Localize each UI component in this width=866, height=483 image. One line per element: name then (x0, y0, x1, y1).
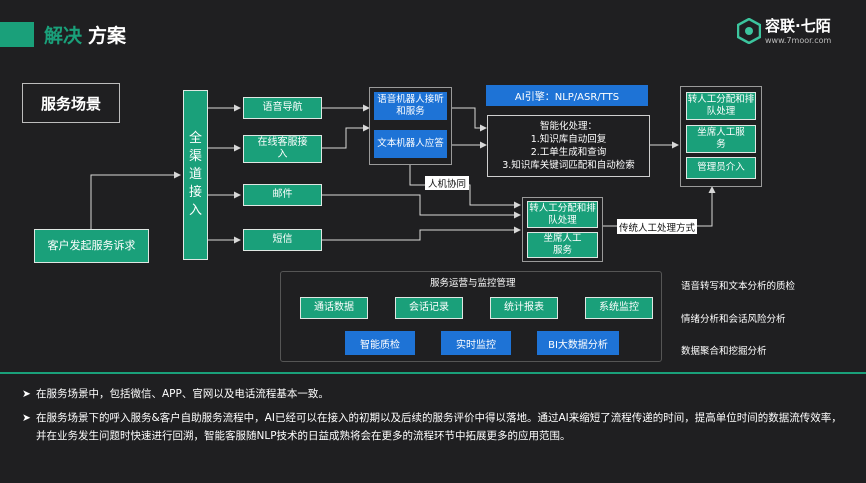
traditional-label: 传统人工处理方式 (618, 222, 695, 234)
monitor-panel (280, 271, 662, 362)
mid-agent-box: 坐席人工服务 (527, 232, 598, 258)
admin-intervene-label: 管理员介入 (697, 162, 745, 173)
channel-label: 语音导航 (262, 102, 303, 113)
right-transfer-label: 转人工分配和排队处理 (687, 94, 755, 117)
monitor-session-record: 会话记录 (395, 297, 463, 319)
smart-item: 1.知识库自动回复 (530, 134, 607, 145)
channel-email: 邮件 (243, 184, 322, 206)
side-note: 数据聚合和挖掘分析 (681, 346, 767, 357)
ai-engine-label: AI引擎：NLP/ASR/TTS (514, 92, 620, 103)
text-robot-box: 文本机器人应答 (374, 130, 447, 158)
monitor-label: BI大数据分析 (548, 339, 608, 351)
monitor-label: 通话数据 (314, 302, 354, 313)
mid-agent-label: 坐席人工服务 (543, 233, 582, 256)
right-agent-box: 坐席人工服务 (686, 125, 756, 153)
side-note: 情绪分析和会话风险分析 (681, 314, 786, 325)
monitor-smart-qc: 智能质检 (345, 331, 415, 355)
title-part2: 方案 (88, 25, 127, 47)
bullet-arrow-icon: ➤ (22, 388, 31, 400)
channel-voice-nav: 语音导航 (243, 97, 322, 119)
traditional-tag: 传统人工处理方式 (617, 219, 697, 234)
right-transfer-box: 转人工分配和排队处理 (686, 92, 756, 120)
monitor-label: 统计报表 (504, 302, 544, 313)
text-robot-label: 文本机器人应答 (377, 138, 444, 149)
bullet-text: 在服务场景中，包括微信、APP、官网以及电话流程基本一致。 (36, 388, 329, 400)
ai-engine-box: AI引擎：NLP/ASR/TTS (486, 85, 648, 106)
monitor-realtime: 实时监控 (441, 331, 511, 355)
smart-processing-box: 智能化处理： 1.知识库自动回复 2.工单生成和查询 3.知识库关键词匹配和自动… (487, 115, 650, 177)
logo-url: www.7moor.com (765, 36, 832, 45)
smart-item: 2.工单生成和查询 (530, 147, 607, 158)
scene-title-box: 服务场景 (22, 83, 120, 123)
monitor-title: 服务运营与监控管理 (430, 278, 516, 289)
divider (0, 372, 866, 374)
right-agent-label: 坐席人工服务 (697, 127, 745, 150)
logo: 容联·七陌 www.7moor.com (737, 15, 857, 49)
bullet-item: ➤ 在服务场景中，包括微信、APP、官网以及电话流程基本一致。 (22, 385, 852, 403)
bullet-item: ➤ 在服务场景下的呼入服务&客户自助服务流程中，AI已经可以在接入的初期以及后续的… (22, 409, 852, 445)
logo-icon (737, 18, 761, 44)
all-channel-label: 全渠道接入 (189, 131, 203, 218)
human-collab-tag: 人机协同 (425, 176, 469, 190)
mid-transfer-label: 转人工分配和排队处理 (529, 202, 596, 226)
scene-title: 服务场景 (40, 94, 101, 113)
monitor-label: 智能质检 (360, 339, 400, 351)
voice-robot-box: 语音机器人接听和服务 (374, 92, 447, 120)
smart-item: 3.知识库关键词匹配和自动检索 (502, 160, 635, 171)
monitor-label: 会话记录 (409, 302, 449, 313)
channel-label: 邮件 (272, 189, 293, 200)
bullet-arrow-icon: ➤ (22, 412, 31, 424)
logo-name: 容联·七陌 (765, 17, 831, 35)
all-channel-box: 全渠道接入 (183, 90, 208, 260)
voice-robot-label: 语音机器人接听和服务 (377, 94, 444, 117)
smart-title: 智能化处理： (539, 121, 597, 132)
bullet-text: 在服务场景下的呼入服务&客户自助服务流程中，AI已经可以在接入的初期以及后续的服… (36, 412, 842, 442)
human-collab-label: 人机协同 (427, 179, 466, 190)
monitor-call-data: 通话数据 (300, 297, 368, 319)
channel-online-service: 在线客服接入 (243, 135, 322, 163)
channel-sms: 短信 (243, 229, 322, 251)
channel-label: 短信 (272, 234, 293, 245)
channel-label: 在线客服接入 (257, 137, 308, 160)
admin-intervene-box: 管理员介入 (686, 157, 756, 179)
monitor-label: 系统监控 (599, 302, 639, 313)
page-title: 解决方案 (44, 21, 126, 48)
monitor-bi: BI大数据分析 (537, 331, 619, 355)
title-part1: 解决 (44, 25, 83, 47)
customer-request-box: 客户发起服务诉求 (34, 229, 149, 263)
mid-transfer-box: 转人工分配和排队处理 (527, 201, 598, 228)
side-note: 语音转写和文本分析的质检 (681, 281, 796, 292)
header-accent-bar (0, 22, 34, 47)
monitor-stat-report: 统计报表 (490, 297, 558, 319)
monitor-system-monitor: 系统监控 (585, 297, 653, 319)
monitor-label: 实时监控 (456, 339, 496, 351)
customer-request-label: 客户发起服务诉求 (47, 239, 136, 252)
